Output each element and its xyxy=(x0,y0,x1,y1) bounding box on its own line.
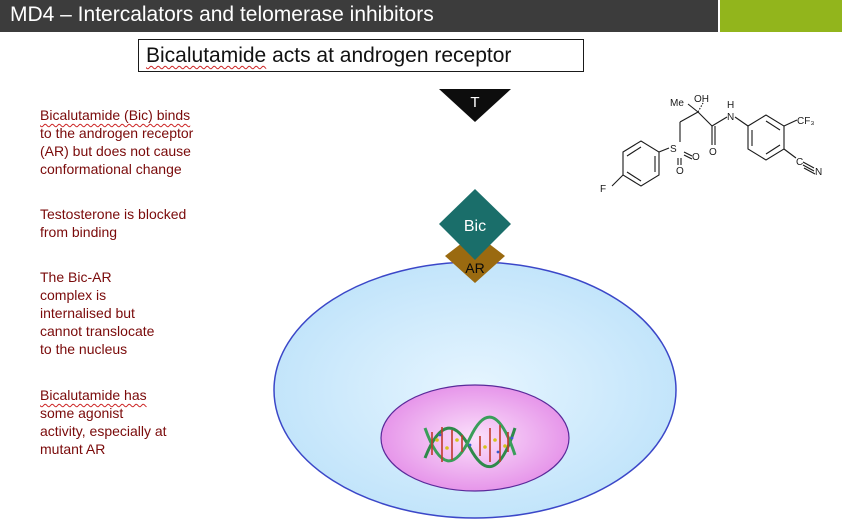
struct-o1-label: O xyxy=(692,152,700,163)
note2-line2: from binding xyxy=(40,224,118,240)
subtitle-rest: acts at androgen receptor xyxy=(266,44,512,67)
drug-label: Bic xyxy=(464,218,486,235)
note-testosterone-blocked: Testosterone is blocked from binding xyxy=(40,205,186,241)
testosterone-triangle-icon xyxy=(439,89,511,122)
note4-line1: Bicalutamide has xyxy=(40,387,147,403)
note4-line4: mutant AR xyxy=(40,441,106,457)
testosterone-label: T xyxy=(470,94,479,111)
note2-line1: Testosterone is blocked xyxy=(40,206,187,222)
struct-n-label: N xyxy=(727,112,734,123)
note3-line2: complex is xyxy=(40,287,107,303)
slide-title-bar: MD4 – Intercalators and telomerase inhib… xyxy=(0,0,718,32)
note4-line3: activity, especially at xyxy=(40,423,167,439)
bicalutamide-structure xyxy=(611,102,816,187)
note1-line2: to the androgen receptor xyxy=(40,125,194,141)
dna-helix-icon xyxy=(423,415,517,469)
note4-line2: some agonist xyxy=(40,405,124,421)
slide-subtitle-box[interactable]: Bicalutamide acts at androgen receptor xyxy=(138,39,584,72)
note-agonist-activity: Bicalutamide has some agonist activity, … xyxy=(40,386,167,458)
struct-me-label: Me xyxy=(670,98,684,109)
note-internalised: The Bic-AR complex is internalised but c… xyxy=(40,268,154,358)
title-accent-block xyxy=(720,0,842,32)
struct-s-label: S xyxy=(670,144,677,155)
struct-oh-label: OH xyxy=(694,94,709,105)
struct-cn-n-label: N xyxy=(815,167,822,178)
note3-line4: cannot translocate xyxy=(40,323,155,339)
note1-line3: (AR) but does not cause xyxy=(40,143,191,159)
note3-line5: to the nucleus xyxy=(40,341,128,357)
struct-o2-label: O xyxy=(676,166,684,177)
bicalutamide-diamond xyxy=(439,189,511,260)
note3-line3: internalised but xyxy=(40,305,135,321)
note1-line1: Bicalutamide (Bic) binds xyxy=(40,107,191,123)
struct-o3-label: O xyxy=(709,147,717,158)
nucleus xyxy=(380,384,570,492)
receptor-label: AR xyxy=(465,260,484,276)
slide-title: MD4 – Intercalators and telomerase inhib… xyxy=(10,3,434,26)
note1-line4: conformational change xyxy=(40,161,182,177)
subtitle-bicalutamide-word: Bicalutamide xyxy=(146,44,267,67)
struct-f-label: F xyxy=(600,184,606,195)
struct-cn-c-label: C xyxy=(796,157,803,168)
note3-line1: The Bic-AR xyxy=(40,269,112,285)
struct-cf3-label: CF₃ xyxy=(797,116,814,127)
struct-h-label: H xyxy=(727,100,734,111)
note-bic-binding: Bicalutamide (Bic) binds to the androgen… xyxy=(40,106,193,178)
